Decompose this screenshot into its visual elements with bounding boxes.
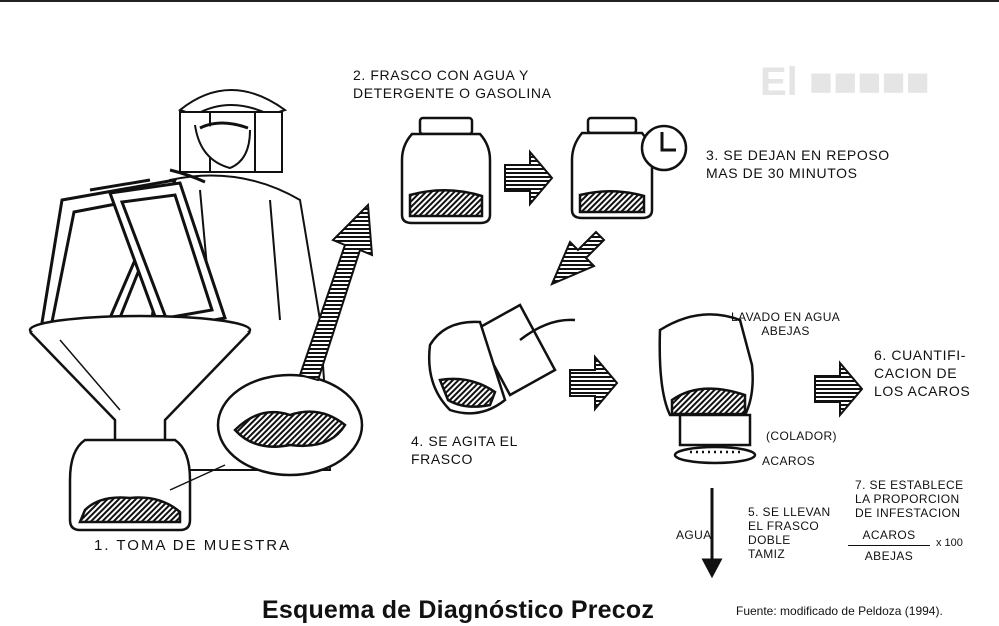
- arrow-2-to-3: [504, 149, 554, 207]
- arrow-5-to-6: [814, 360, 864, 418]
- shaking-jar: [428, 303, 576, 415]
- water-label: AGUA: [676, 528, 712, 542]
- step4-label: 4. SE AGITA EL FRASCO: [411, 433, 518, 467]
- figure-caption: Esquema de Diagnóstico Precoz: [262, 596, 655, 624]
- step2-label: 2. FRASCO CON AGUA Y DETERGENTE O GASOLI…: [353, 67, 552, 101]
- step3-label: 3. SE DEJAN EN REPOSO MAS DE 30 MINUTOS: [706, 147, 890, 181]
- formula-denominator: ABEJAS: [864, 549, 914, 563]
- jar-step2: [400, 116, 492, 225]
- arrow-3-to-4: [550, 230, 606, 286]
- top-border: [0, 0, 999, 2]
- infestation-formula: ACAROS ABEJAS: [848, 528, 930, 563]
- sample-jar: [68, 438, 192, 532]
- bleed-through-text: El ■■■■■: [760, 60, 930, 104]
- strainer-label: (COLADOR): [766, 429, 837, 443]
- hive-frame: [38, 178, 227, 337]
- double-sieve: [658, 313, 757, 465]
- formula-multiplier: x 100: [936, 537, 963, 549]
- clock-icon: [640, 124, 688, 172]
- step5-label: 5. SE LLEVAN EL FRASCO DOBLE TAMIZ: [748, 505, 831, 561]
- jar-step3: [570, 116, 654, 220]
- arrow-4-to-5: [569, 354, 619, 412]
- fraction-bar: [848, 545, 930, 546]
- sampling-funnel: [28, 314, 252, 472]
- arrow-1-to-2: [298, 202, 374, 382]
- step1-label: 1. TOMA DE MUESTRA: [94, 537, 292, 554]
- step7-label: 7. SE ESTABLECE LA PROPORCION DE INFESTA…: [855, 478, 964, 520]
- wash-label: LAVADO EN AGUA ABEJAS: [731, 310, 841, 338]
- source-note: Fuente: modificado de Peldoza (1994).: [736, 604, 943, 618]
- water-down-arrow: [701, 488, 723, 579]
- formula-numerator: ACAROS: [862, 528, 916, 542]
- mites-label: ACAROS: [762, 454, 816, 468]
- magnified-bees: [169, 373, 364, 491]
- step6-label: 6. CUANTIFI- CACION DE LOS ACAROS: [874, 347, 971, 399]
